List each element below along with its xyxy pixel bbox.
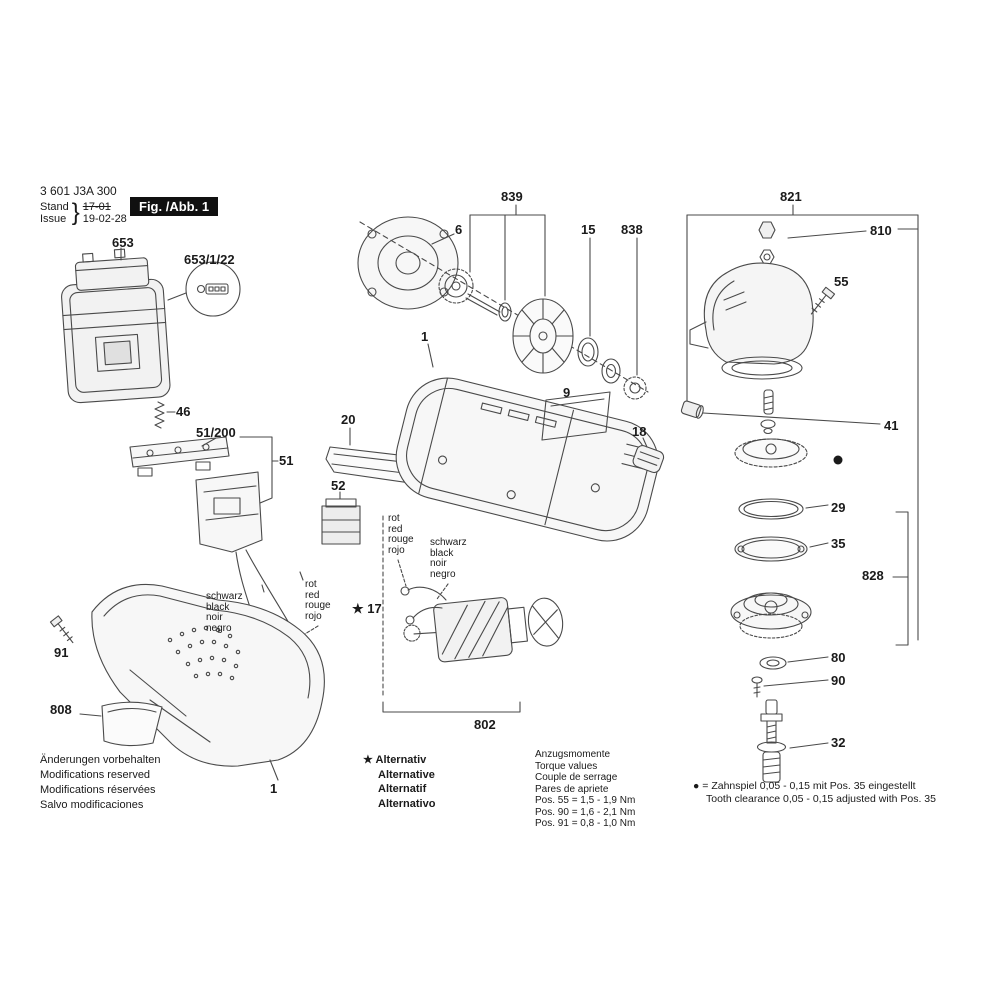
gasket (541, 391, 611, 441)
spring (154, 401, 176, 429)
ring-and-bearing (577, 337, 647, 400)
battery-pack (61, 248, 171, 404)
o-ring (738, 498, 829, 520)
tooth-clearance-dot (833, 455, 843, 465)
stand-value: 17-01 (82, 201, 111, 213)
callout-lines-828 (892, 511, 909, 646)
issue-label: Issue (40, 213, 67, 225)
handle-housing (91, 583, 325, 781)
callout-lines-802 (382, 515, 521, 713)
callout-lines-839 (469, 204, 638, 376)
alternative-note: ★ Alternativ Alternative Alternatif Alte… (363, 754, 436, 810)
bullet-dot-icon: ● (693, 780, 700, 792)
label-plate (79, 701, 163, 747)
torque-values: Anzugsmomente Torque values Couple de se… (535, 749, 636, 829)
screw-55 (810, 286, 836, 315)
motor-housing (395, 377, 659, 542)
motor-armature (397, 559, 564, 663)
fan (512, 298, 574, 374)
title-block: 3 601 J3A 300 Stand Issue } 17-01 19-02-… (40, 184, 127, 225)
sleeve (680, 400, 881, 425)
crown-gear (734, 438, 808, 468)
battery-contact-detail (167, 261, 241, 317)
type-number: 3 601 J3A 300 (40, 184, 117, 198)
callout-lines-821 (686, 204, 919, 641)
screw-91 (49, 615, 74, 644)
adjust-flange (734, 536, 829, 562)
star-icon: ★ (363, 754, 373, 766)
bearing-flange-front (357, 216, 459, 310)
tooth-clearance-note: ● = Zahnspiel 0,05 - 0,15 mit Pos. 35 ei… (693, 780, 936, 805)
switch-mount (195, 471, 263, 553)
gear-head-housing (689, 262, 814, 380)
screw-90 (751, 676, 829, 698)
switch-block (321, 491, 361, 545)
spindle-nuts (758, 221, 776, 265)
small-cover (632, 445, 665, 474)
washer (759, 656, 829, 670)
brace: } (71, 199, 80, 226)
bearing-flange-assembly (730, 592, 812, 639)
spindle (756, 699, 829, 783)
issue-value: 19-02-28 (82, 213, 127, 225)
stand-label: Stand (40, 201, 69, 213)
modifications-note: Änderungen vorbehalten Modifications res… (40, 754, 161, 811)
mounting-plate (129, 436, 230, 477)
gear-chain (438, 268, 512, 322)
spindle-stud (760, 389, 776, 435)
figure-label: Fig. /Abb. 1 (130, 197, 219, 216)
